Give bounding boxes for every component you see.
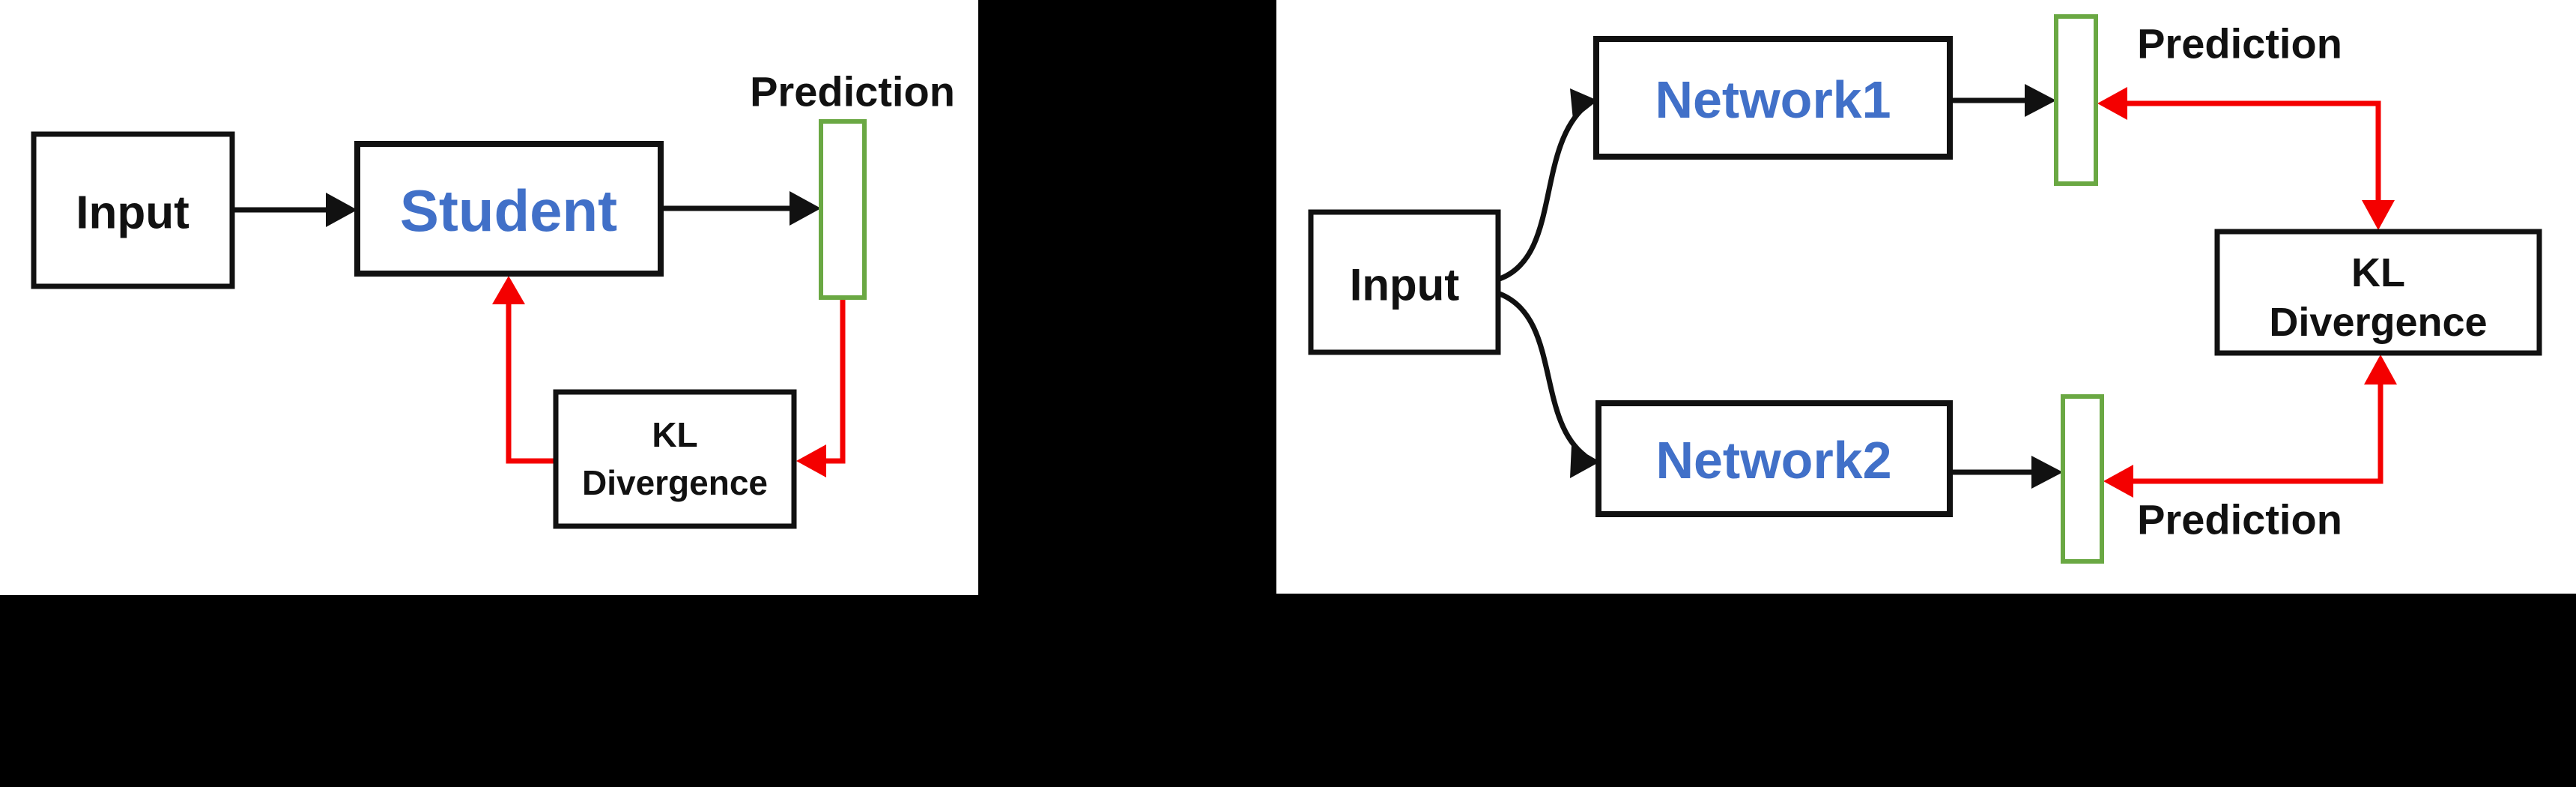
red-arrowhead-into-kl-bottom xyxy=(2364,355,2397,385)
red-arrowhead-into-kl-top xyxy=(2362,200,2395,230)
curve-input-to-network1 xyxy=(1498,104,1587,282)
input-box-label: Input xyxy=(76,187,190,239)
input-box-label: Input xyxy=(1350,260,1460,310)
left-diagram-svg: Input Student Prediction KL Divergence xyxy=(31,68,955,529)
red-arrowhead-into-student xyxy=(492,276,525,304)
red-arrowhead-into-kl xyxy=(796,444,826,477)
network2-box xyxy=(1595,400,1953,517)
network1-box-label: Network1 xyxy=(1655,70,1891,129)
arrowhead-into-network1 xyxy=(1570,88,1598,120)
prediction-bar-top xyxy=(2054,14,2098,186)
right-diagram-svg: Input Network1 Network2 Prediction Predi… xyxy=(1308,14,2542,564)
prediction-top-label: Prediction xyxy=(2137,20,2342,67)
arrowhead-student-to-prediction xyxy=(790,191,821,226)
prediction-label: Prediction xyxy=(750,68,955,115)
network2-box-label: Network2 xyxy=(1655,431,1891,489)
kl-box-line2: Divergence xyxy=(2269,300,2487,345)
prediction-bar xyxy=(819,119,867,300)
curve-input-to-network2 xyxy=(1498,291,1587,458)
red-arrow-kl-to-student xyxy=(506,298,556,464)
left-diagram-panel: Input Student Prediction KL Divergence xyxy=(0,0,978,595)
prediction-bar-bottom xyxy=(2061,394,2104,564)
kl-box-line2: Divergence xyxy=(582,463,768,502)
red-arrow-top-prediction-kl xyxy=(2120,100,2381,220)
kl-box-line1: KL xyxy=(2351,250,2405,295)
kl-divergence-box xyxy=(553,389,797,529)
network1-box xyxy=(1593,36,1953,160)
red-arrowhead-into-top-bar xyxy=(2097,87,2127,120)
arrowhead-into-network2 xyxy=(1570,445,1600,478)
arrowhead-network1-to-prediction xyxy=(2025,84,2056,117)
right-diagram-panel: Input Network1 Network2 Prediction Predi… xyxy=(1276,0,2576,594)
prediction-bottom-label: Prediction xyxy=(2137,496,2342,543)
arrowhead-input-to-student xyxy=(326,193,357,227)
student-box-label: Student xyxy=(400,178,617,244)
kl-divergence-box xyxy=(2214,229,2542,356)
student-box xyxy=(354,141,664,277)
input-box xyxy=(1308,209,1501,355)
input-box xyxy=(31,131,235,289)
arrowhead-network2-to-prediction xyxy=(2031,456,2063,489)
red-arrow-bottom-prediction-kl xyxy=(2126,364,2383,484)
red-arrowhead-into-bottom-bar xyxy=(2103,465,2133,498)
red-arrow-prediction-to-kl xyxy=(816,298,846,464)
kl-box-line1: KL xyxy=(652,415,697,454)
